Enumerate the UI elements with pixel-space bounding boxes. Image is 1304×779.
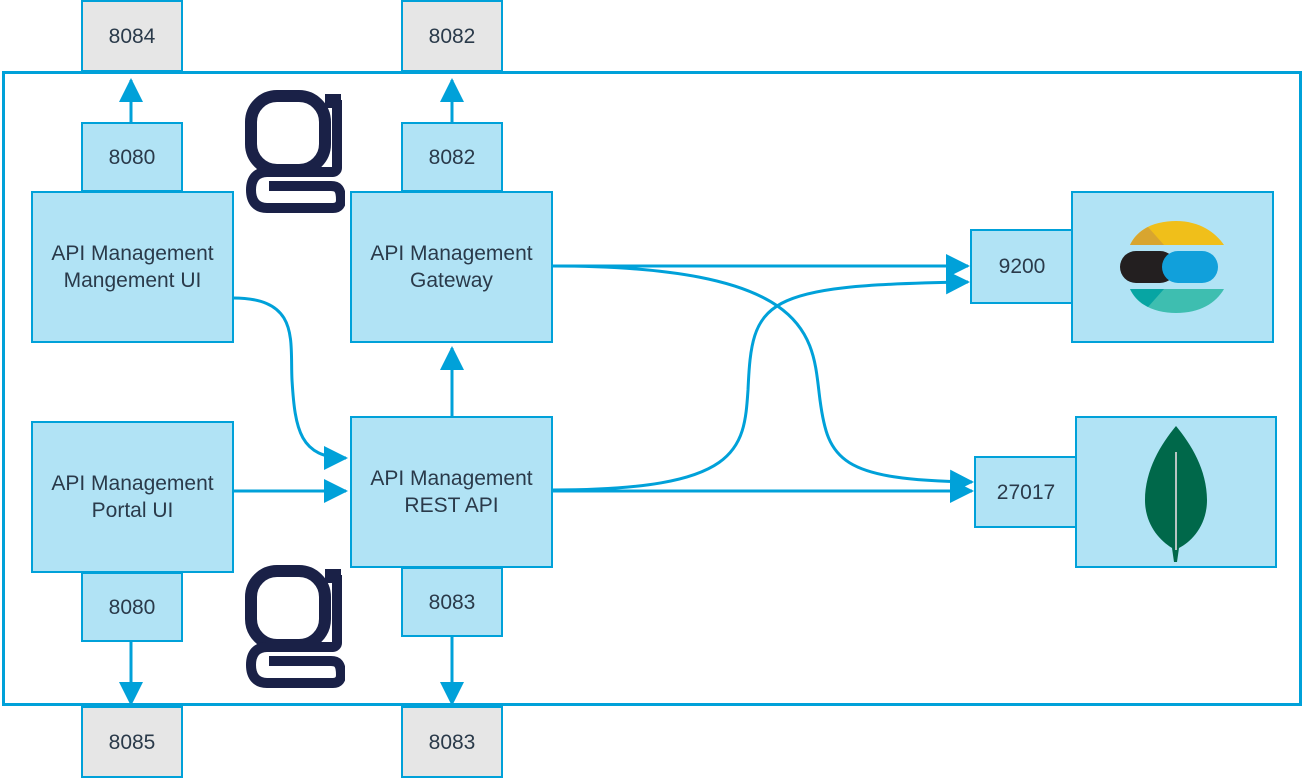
rest-api-service: API Management REST API bbox=[350, 416, 553, 568]
edge-mgmt-ui-to-rest-api bbox=[232, 296, 348, 470]
portal-ui-service: API Management Portal UI bbox=[31, 421, 234, 573]
portal-ui-port: 8080 bbox=[81, 572, 183, 642]
edge-gateway-to-27017 bbox=[551, 264, 974, 494]
mongodb-service bbox=[1075, 416, 1277, 568]
gateway-service: API Management Gateway bbox=[350, 191, 553, 343]
external-port-8082: 8082 bbox=[401, 0, 503, 72]
external-port-8083: 8083 bbox=[401, 706, 503, 778]
gravitee-logo-icon bbox=[245, 565, 345, 688]
container-boundary bbox=[2, 71, 1302, 706]
elasticsearch-service bbox=[1071, 191, 1274, 343]
elasticsearch-logo-icon bbox=[1119, 221, 1224, 313]
rest-api-port: 8083 bbox=[401, 567, 503, 637]
gateway-port: 8082 bbox=[401, 122, 503, 192]
external-port-8084: 8084 bbox=[81, 0, 183, 72]
elasticsearch-port: 9200 bbox=[970, 229, 1074, 304]
edge-rest-api-to-9200 bbox=[551, 270, 970, 492]
mgmt-ui-port: 8080 bbox=[81, 122, 183, 192]
external-port-8085: 8085 bbox=[81, 706, 183, 778]
mongodb-port: 27017 bbox=[974, 456, 1078, 528]
management-ui-service: API Management Mangement UI bbox=[31, 191, 234, 343]
mongodb-leaf-icon bbox=[1145, 426, 1207, 562]
gravitee-logo-icon bbox=[245, 90, 345, 213]
